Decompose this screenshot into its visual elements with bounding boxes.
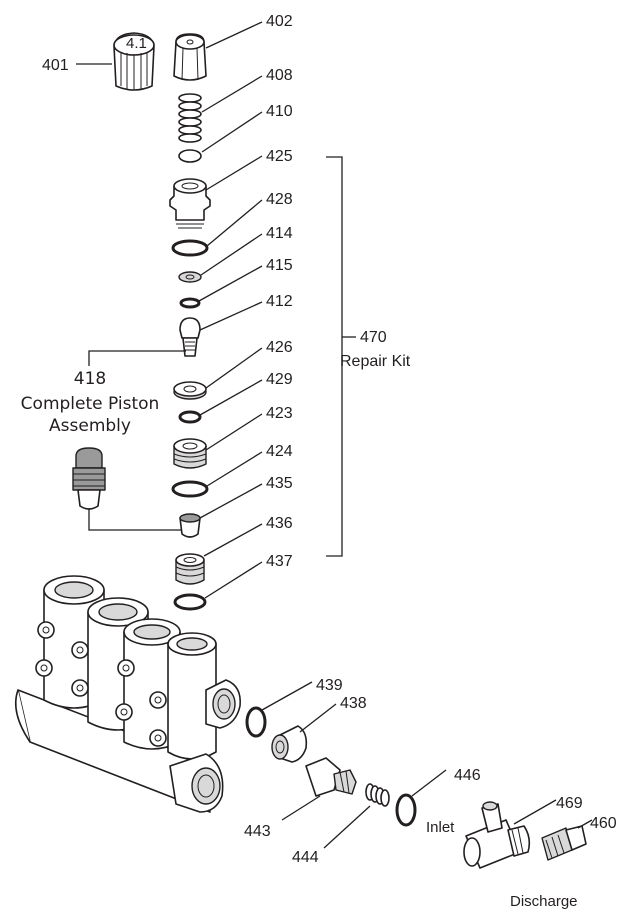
part-437-o-ring xyxy=(173,593,207,611)
part-412-piston xyxy=(179,317,201,357)
label-443: 443 xyxy=(244,823,271,840)
part-428-o-ring xyxy=(171,239,209,257)
label-423: 423 xyxy=(266,405,293,422)
label-429: 429 xyxy=(266,371,293,388)
label-436: 436 xyxy=(266,515,293,532)
label-470-number: 470 xyxy=(360,329,387,346)
manifold-body xyxy=(14,575,242,813)
label-439: 439 xyxy=(316,677,343,694)
label-425: 425 xyxy=(266,148,293,165)
label-418-line2: Assembly xyxy=(49,416,131,436)
label-401: 401 xyxy=(42,57,69,74)
part-439-o-ring xyxy=(245,706,267,738)
label-418-line1: Complete Piston xyxy=(21,394,160,414)
part-460-nipple xyxy=(541,825,587,861)
label-470-repair-kit: Repair Kit xyxy=(340,353,411,370)
part-436-seal xyxy=(175,553,205,585)
label-446: 446 xyxy=(454,767,481,784)
part-415-o-ring xyxy=(179,297,201,309)
part-423-seal xyxy=(173,438,207,469)
label-444: 444 xyxy=(292,849,319,866)
part-426-washer xyxy=(173,381,207,400)
part-429-o-ring xyxy=(178,410,202,424)
part-418-piston-assembly xyxy=(72,447,106,510)
part-443-unloader xyxy=(305,757,357,797)
label-412: 412 xyxy=(266,293,293,310)
label-415: 415 xyxy=(266,257,293,274)
svg-text:4.1: 4.1 xyxy=(126,35,147,52)
part-425-valve-seat xyxy=(169,178,211,229)
label-469: 469 xyxy=(556,795,583,812)
part-469-tee xyxy=(463,801,531,869)
label-discharge: Discharge xyxy=(510,893,578,910)
part-402-nut xyxy=(173,33,207,81)
part-401-cap: 4.1 xyxy=(113,32,155,91)
part-414-washer xyxy=(178,271,202,283)
part-446-o-ring xyxy=(395,793,417,827)
label-428: 428 xyxy=(266,191,293,208)
part-410-disc xyxy=(178,149,202,163)
label-435: 435 xyxy=(266,475,293,492)
part-444-spring xyxy=(365,783,390,807)
part-438-fitting xyxy=(271,725,308,763)
label-426: 426 xyxy=(266,339,293,356)
label-408: 408 xyxy=(266,67,293,84)
label-418-number: 418 xyxy=(74,369,106,389)
part-435-cup xyxy=(179,513,201,538)
label-402: 402 xyxy=(266,13,293,30)
label-438: 438 xyxy=(340,695,367,712)
label-460: 460 xyxy=(590,815,617,832)
label-414: 414 xyxy=(266,225,293,242)
label-inlet: Inlet xyxy=(426,819,455,836)
label-424: 424 xyxy=(266,443,293,460)
label-410: 410 xyxy=(266,103,293,120)
part-424-o-ring xyxy=(171,480,209,498)
part-408-spring xyxy=(178,93,202,143)
label-437: 437 xyxy=(266,553,293,570)
